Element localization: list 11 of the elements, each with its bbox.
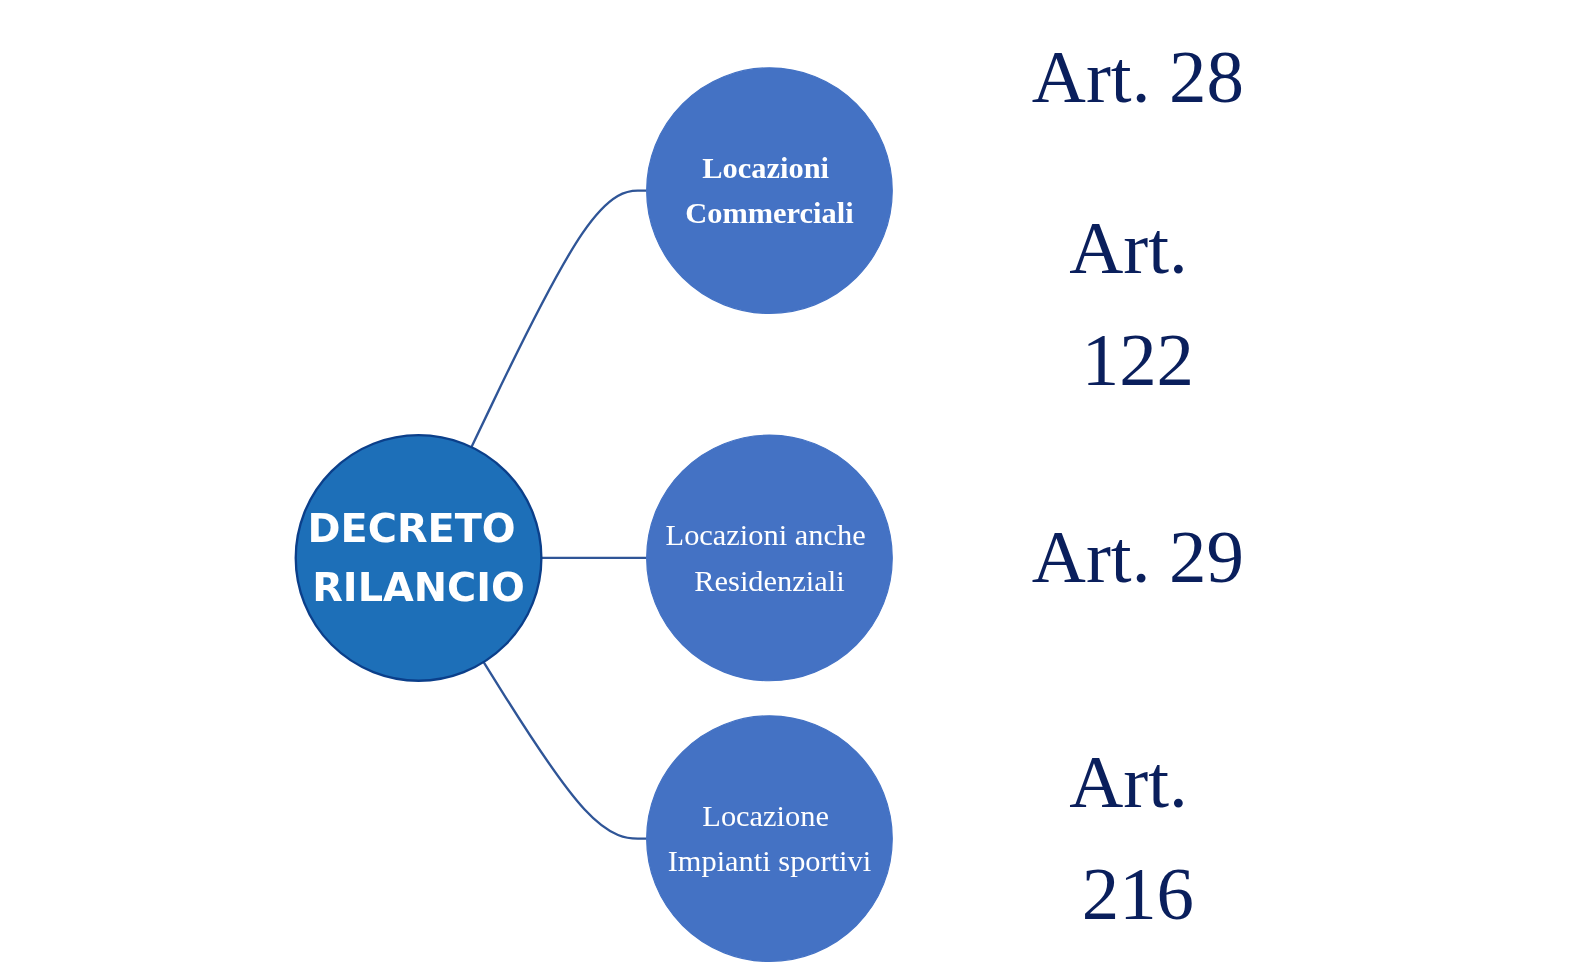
node-circle [646, 715, 893, 963]
connector [470, 189, 647, 448]
node-label: Art. 122 [1069, 205, 1195, 402]
node-label: Art. 28 [1031, 35, 1244, 119]
node-circle [294, 433, 543, 682]
connector [482, 661, 647, 840]
connector [541, 556, 647, 560]
node-circle [646, 434, 893, 682]
node-label: Art. 29 [1031, 515, 1244, 599]
node-circle [646, 67, 893, 315]
node-label: Art. 216 [1069, 740, 1195, 936]
